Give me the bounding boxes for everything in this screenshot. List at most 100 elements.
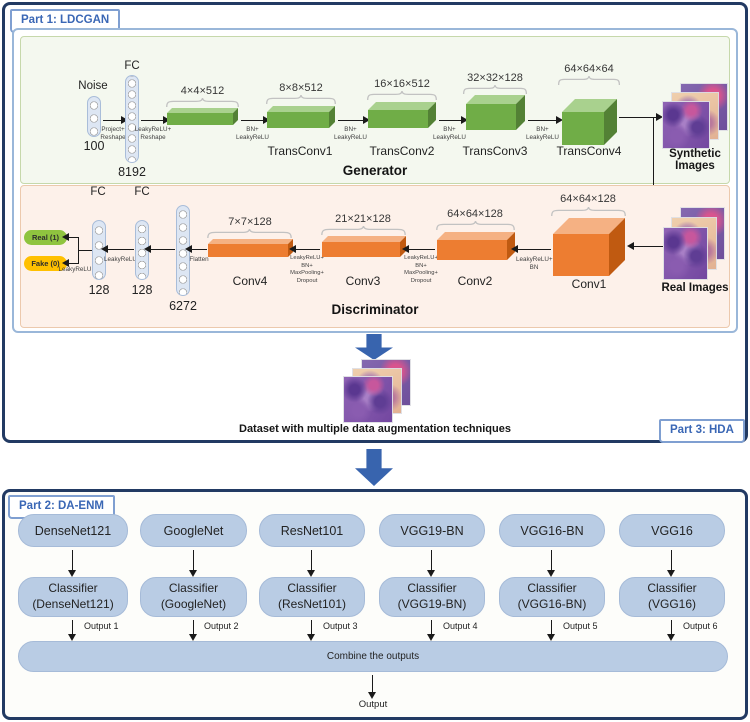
connector-synthetic-to-discriminator [653, 118, 655, 247]
arrow-to-fake [62, 257, 78, 270]
arrow-fc2-to-fc1 [101, 243, 134, 256]
part1-tab: Part 1: LDCGAN [10, 9, 121, 33]
brace [558, 76, 620, 85]
brace [266, 95, 336, 104]
real-images-label: Real Images [661, 282, 729, 294]
block-dim-label: 16×16×512 [374, 78, 430, 90]
block-dim-label: 8×8×512 [279, 82, 323, 94]
block-name-label: Conv4 [232, 274, 268, 288]
step-label-project-reshape: Project+ Reshape [100, 126, 126, 142]
part3-hda-tab: Part 3: HDA [659, 419, 745, 443]
brace [166, 98, 239, 107]
fc1-size: 128 [88, 283, 110, 297]
step-label-flatten: Flatten [189, 256, 209, 263]
step-label-leaky-reshape: LeakyReLU+ Reshape [134, 126, 172, 142]
arrow-conv3-to-conv4 [289, 243, 320, 256]
model-pill-resnet101: ResNet101 [259, 514, 365, 547]
synthetic-images-label: Synthetic Images [669, 148, 721, 172]
output-label-4: Output 4 [443, 621, 478, 631]
block-name-label: TransConv1 [267, 144, 333, 158]
generator-fc-label: FC [124, 60, 140, 72]
transconv3-block [466, 95, 525, 130]
augmented-dataset-stack [344, 360, 410, 422]
down-block-arrow-icon [355, 449, 393, 486]
combine-outputs-pill: Combine the outputs [18, 641, 728, 672]
block-name-label: Conv2 [457, 274, 493, 288]
arrow-to-transconv2 [338, 114, 370, 127]
generator-fc-size: 8192 [118, 165, 146, 179]
output-label-6: Output 6 [683, 621, 718, 631]
classifier-pill-googlenet: Classifier (GoogleNet) [140, 577, 247, 617]
arrow-conv2-to-conv3 [402, 243, 435, 256]
arrow-flatten-to-fc2 [144, 243, 175, 256]
transconv1-block [267, 106, 335, 128]
arrow-classifier-to-combine [66, 620, 79, 641]
arrow-realimages-to-conv1 [627, 240, 663, 253]
brace [551, 207, 626, 216]
generator-fc-column [125, 75, 139, 163]
step-label-leaky-bn: LeakyReLU+ BN [516, 256, 553, 272]
conv1-block [553, 218, 625, 276]
output-label-1: Output 1 [84, 621, 119, 631]
flatten-size: 6272 [169, 299, 197, 313]
arrow-to-synthetic-images [619, 111, 663, 124]
fc1-column [92, 220, 106, 280]
image-layer [664, 227, 708, 279]
brace [321, 226, 406, 235]
brace [436, 221, 515, 230]
flatten-column [176, 205, 190, 296]
arrow-classifier-to-combine [187, 620, 200, 641]
block-name-label: Conv1 [571, 277, 607, 291]
step-label-bn-leaky: BN+ LeakyReLU [334, 126, 367, 142]
step-label-leaky-bn-pool-drop: LeakyReLU+ BN+ MaxPooling+ Dropout [290, 255, 324, 284]
block-name-label: TransConv2 [369, 144, 435, 158]
arrow-to-transconv4 [528, 114, 563, 127]
model-pill-vgg19bn: VGG19-BN [379, 514, 485, 547]
final-output-arrow [366, 675, 379, 699]
output-label-3: Output 3 [323, 621, 358, 631]
block-name-label: TransConv3 [462, 144, 528, 158]
fake-output-pill: Fake (0) [24, 256, 67, 271]
arrow-conv1-to-conv2 [511, 243, 551, 256]
step-label-leaky-bn-pool-drop: LeakyReLU+ BN+ MaxPooling+ Dropout [404, 255, 438, 284]
classifier-pill-vgg16bn: Classifier (VGG16-BN) [499, 577, 605, 617]
fc2-column [135, 220, 149, 280]
arrow-classifier-to-combine [425, 620, 438, 641]
model-pill-vgg16: VGG16 [619, 514, 725, 547]
real-images-stack [664, 208, 724, 279]
arrow-noise-to-fc [103, 114, 128, 127]
image-layer [663, 101, 710, 148]
noise-label: Noise [78, 80, 108, 92]
arrow-classifier-to-combine [305, 620, 318, 641]
arrow-fc-to-reshape [141, 114, 170, 127]
real-output-pill: Real (1) [24, 230, 67, 245]
transconv2-block [368, 102, 436, 128]
noise-column [87, 96, 101, 137]
synthetic-images-stack [663, 84, 727, 148]
step-label-bn-leaky: BN+ LeakyReLU [526, 126, 559, 142]
arrow-classifier-to-combine [545, 620, 558, 641]
step-label-bn-leaky: BN+ LeakyReLU [433, 126, 466, 142]
fc2-size: 128 [131, 283, 153, 297]
conv4-block [208, 239, 293, 257]
model-pill-googlenet: GoogleNet [140, 514, 247, 547]
arrow-classifier-to-combine [665, 620, 678, 641]
classifier-pill-densenet121: Classifier (DenseNet121) [18, 577, 128, 617]
block-name-label: TransConv4 [556, 144, 622, 158]
classifier-pill-vgg19bn: Classifier (VGG19-BN) [379, 577, 485, 617]
fc2-label: FC [134, 186, 150, 198]
arrow-model-to-classifier [305, 550, 318, 577]
noise-size: 100 [83, 139, 105, 153]
image-layer [344, 377, 392, 422]
transconv4-block [562, 99, 617, 145]
block-dim-label: 4×4×512 [180, 85, 225, 97]
brace [207, 229, 292, 238]
arrow-to-transconv3 [439, 114, 468, 127]
arrow-conv4-to-flatten [185, 243, 207, 256]
classifier-pill-resnet101: Classifier (ResNet101) [259, 577, 365, 617]
conv2-block [437, 232, 515, 260]
step-label-leaky: LeakyReLU [58, 266, 92, 273]
block-dim-label: 32×32×128 [467, 72, 523, 84]
block-3d-4x4x512 [167, 108, 238, 125]
